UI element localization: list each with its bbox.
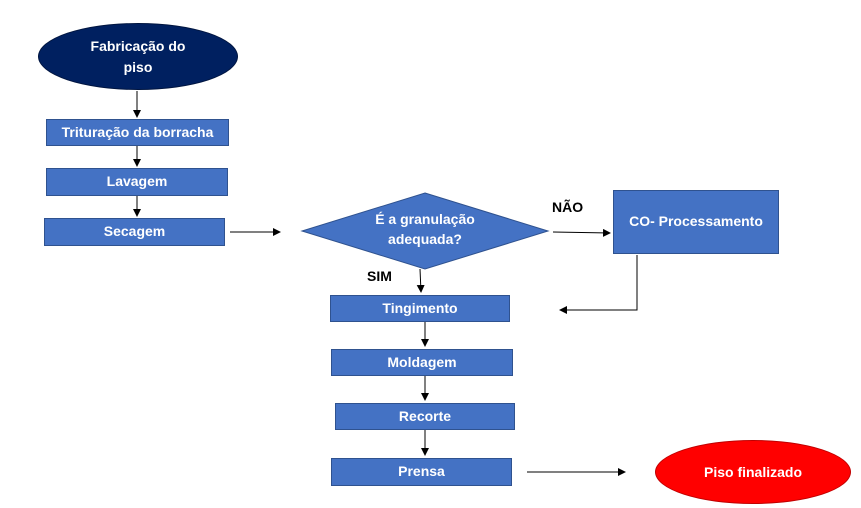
decision-diamond [300, 192, 550, 270]
edge-label-yes: SIM [367, 268, 392, 284]
start-node: Fabricação do piso [38, 23, 238, 90]
process-secagem: Secagem [44, 218, 225, 246]
process-prensa-label: Prensa [398, 463, 445, 480]
edge-label-no-text: NÃO [552, 199, 584, 215]
start-node-label: Fabricação do piso [90, 38, 186, 75]
process-coprocessamento-label: CO- Processamento [629, 213, 763, 230]
arrow-decision-to-coprocessamento [552, 228, 611, 237]
arrow-coprocessamento-to-tingimento [559, 255, 638, 314]
arrow-decision-to-tingimento [416, 268, 425, 293]
edge-label-no: NÃO [552, 199, 583, 215]
process-tingimento: Tingimento [330, 295, 510, 322]
edge-label-yes-text: SIM [367, 268, 392, 284]
process-secagem-label: Secagem [103, 223, 166, 240]
end-node-label: Piso finalizado [703, 463, 802, 480]
process-recorte: Recorte [335, 403, 515, 430]
decision-label: É a granulação adequada? [375, 211, 475, 248]
process-lavagem: Lavagem [46, 168, 228, 196]
decision-label-wrap: É a granulação adequada? [355, 209, 495, 250]
process-tingimento-label: Tingimento [382, 299, 458, 316]
process-coprocessamento: CO- Processamento [613, 190, 779, 254]
process-prensa: Prensa [331, 458, 512, 486]
process-moldagem-label: Moldagem [387, 353, 457, 370]
process-lavagem-label: Lavagem [106, 173, 168, 190]
process-trituracao: Trituração da borracha [46, 119, 229, 146]
process-recorte-label: Recorte [398, 407, 452, 424]
process-moldagem: Moldagem [331, 349, 513, 376]
end-node: Piso finalizado [655, 440, 851, 504]
process-trituracao-label: Trituração da borracha [61, 123, 214, 140]
